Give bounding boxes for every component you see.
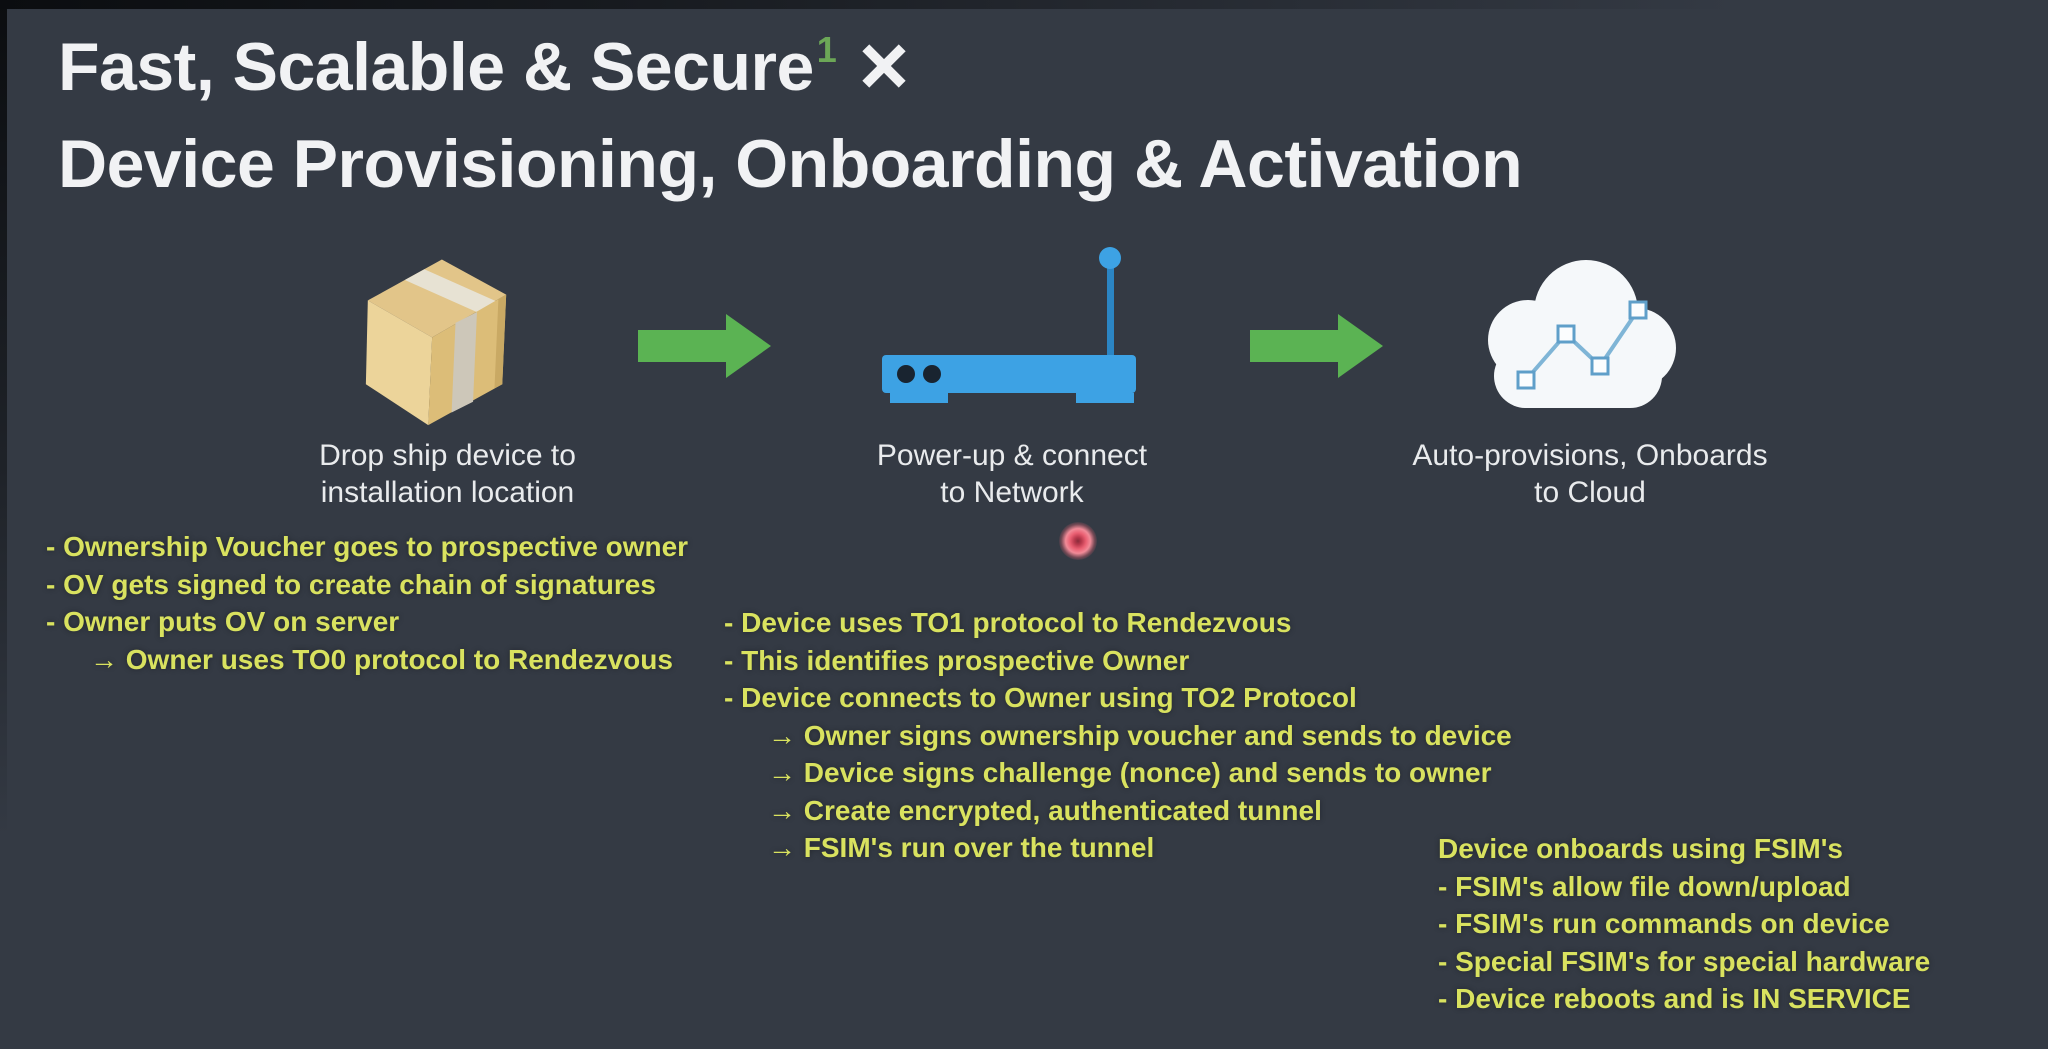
notes-middle-list: - Device uses TO1 protocol to Rendezvous… xyxy=(724,604,1512,867)
caption-line: Power-up & connect xyxy=(876,439,1148,472)
caption-line: Auto-provisions, Onboards xyxy=(1412,439,1768,472)
stage-caption-auto-provisions: Auto-provisions, Onboards to Cloud xyxy=(1385,437,1795,511)
cloud-icon xyxy=(1466,248,1686,428)
note-line: Device onboards using FSIM's xyxy=(1438,833,1843,864)
arrow-right-icon xyxy=(638,313,772,379)
shipping-box-icon xyxy=(352,240,522,430)
arrow-right-icon xyxy=(1250,313,1384,379)
caption-line: to Cloud xyxy=(1534,476,1646,509)
note-line: - Special FSIM's for special hardware xyxy=(1438,945,1931,977)
title-line-1-text: Fast, Scalable & Secure xyxy=(58,29,814,105)
note-line: → Owner signs ownership voucher and send… xyxy=(768,719,1512,751)
note-line: - Owner puts OV on server xyxy=(46,606,400,637)
note-line: → Owner uses TO0 protocol to Rendezvous xyxy=(90,643,673,675)
note-line: - FSIM's allow file down/upload xyxy=(1438,870,1851,902)
title-line-2: Device Provisioning, Onboarding & Activa… xyxy=(58,126,1523,202)
note-line: → Device signs challenge (nonce) and sen… xyxy=(768,757,1492,788)
title-superscript: 1 xyxy=(816,29,837,70)
note-line: - FSIM's run commands on device xyxy=(1438,908,1890,939)
notes-right-list: Device onboards using FSIM's - FSIM's al… xyxy=(1438,830,1930,1018)
caption-line: to Network xyxy=(940,476,1084,509)
left-edge-shadow xyxy=(0,0,7,1049)
laser-pointer-dot xyxy=(1059,522,1097,560)
caption-line: Drop ship device to xyxy=(319,439,576,472)
note-line: - OV gets signed to create chain of sign… xyxy=(46,568,656,600)
note-line: - Device connects to Owner using TO2 Pro… xyxy=(724,682,1357,713)
title-line-1: Fast, Scalable & Secure1 xyxy=(58,24,1522,121)
note-line: → FSIM's run over the tunnel xyxy=(768,832,1155,863)
multiply-x-icon xyxy=(858,26,910,88)
caption-line: installation location xyxy=(320,476,575,509)
stage-caption-power-up: Power-up & connect to Network xyxy=(832,437,1192,511)
note-line: - Device uses TO1 protocol to Rendezvous xyxy=(724,607,1292,638)
note-line: - Device reboots and is IN SERVICE xyxy=(1438,983,1911,1014)
router-icon xyxy=(878,243,1140,407)
note-line: - Ownership Voucher goes to prospective … xyxy=(46,531,689,562)
top-edge-shadow xyxy=(0,0,2048,9)
slide-title: Fast, Scalable & Secure1 Device Provisio… xyxy=(58,24,1523,207)
notes-left-list: - Ownership Voucher goes to prospective … xyxy=(46,528,688,678)
stage-caption-drop-ship: Drop ship device to installation locatio… xyxy=(255,437,640,511)
note-line: - This identifies prospective Owner xyxy=(724,644,1190,676)
note-line: → Create encrypted, authenticated tunnel xyxy=(768,794,1322,826)
